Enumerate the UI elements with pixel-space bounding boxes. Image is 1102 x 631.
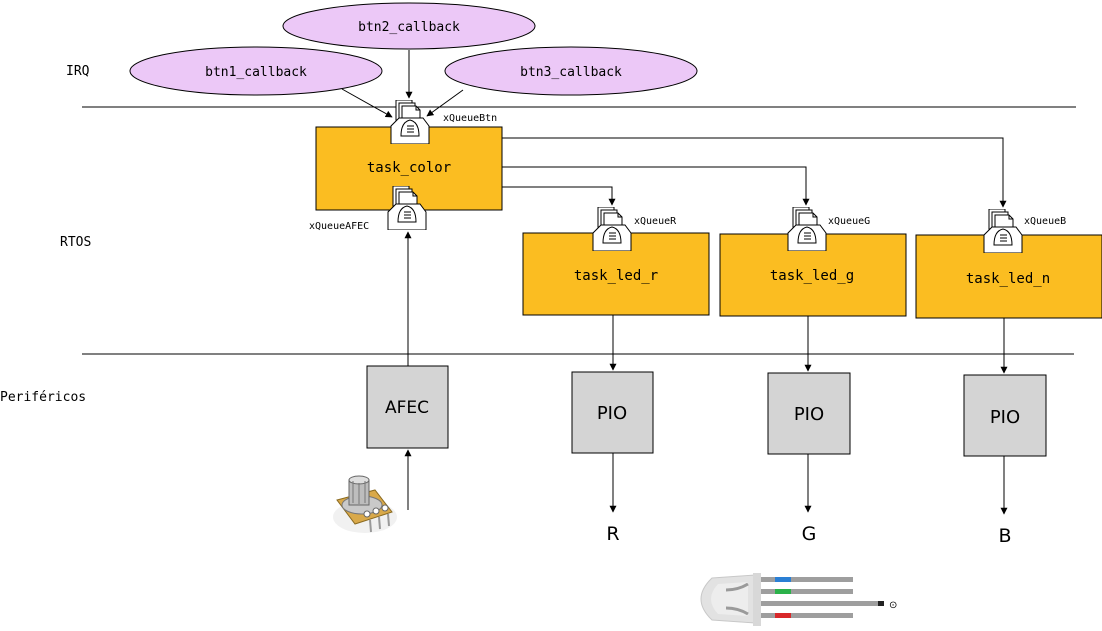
queue-g-icon [787,207,827,251]
rgb-led-image: ⊙ [700,573,897,626]
queue-b-label: xQueueB [1024,216,1066,227]
task-led-g-label: task_led_g [770,268,854,284]
pio-r-label: PIO [597,403,627,424]
queue-b-icon [983,209,1023,253]
pio-g-node: PIO [767,372,851,455]
led-red-stripe [775,613,791,618]
layer-label-perifericos: Periféricos [0,390,86,405]
afec-label: AFEC [385,398,429,418]
queue-afec-label: xQueueAFEC [309,221,369,232]
potentiometer-image [333,475,397,533]
pio-b-label: PIO [990,407,1020,428]
btn2-callback-node: btn2_callback [282,2,536,50]
arrow-color-to-led-n [502,137,1007,208]
queue-btn-label: xQueueBtn [443,113,497,124]
btn3-callback-node: btn3_callback [444,46,698,96]
svg-text:⊙: ⊙ [889,600,897,611]
led-green-stripe [775,589,791,594]
queue-r-label: xQueueR [634,216,677,227]
queue-r-icon [592,207,632,251]
pio-g-label: PIO [794,404,824,425]
arrow-btn3-to-queue [426,89,464,117]
btn1-callback-label: btn1_callback [205,65,307,80]
layer-label-irq: IRQ [66,64,90,79]
task-color-label: task_color [367,160,451,176]
btn2-callback-label: btn2_callback [358,20,460,35]
arrow-btn1-to-queue [341,88,393,118]
btn1-callback-node: btn1_callback [129,46,383,96]
task-led-r-label: task_led_r [574,268,658,284]
queue-g-label: xQueueG [828,216,870,227]
afec-node: AFEC [366,365,449,449]
pio-r-node: PIO [571,371,654,454]
output-g-label: G [802,523,817,545]
led-blue-stripe [775,577,791,582]
arrow-color-to-led-r [502,186,616,206]
btn3-callback-label: btn3_callback [520,65,622,80]
layer-label-rtos: RTOS [60,235,91,250]
arrow-color-to-led-g [502,166,810,206]
pio-b-node: PIO [963,374,1047,457]
output-b-label: B [998,525,1011,547]
output-r-label: R [606,523,619,545]
task-led-n-label: task_led_n [966,271,1050,287]
